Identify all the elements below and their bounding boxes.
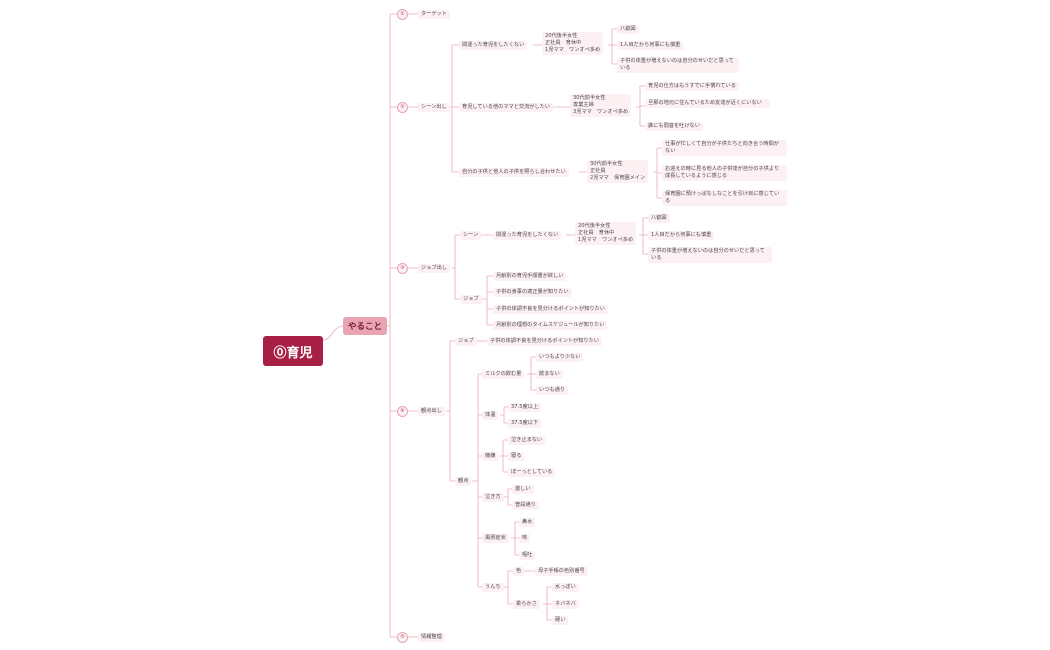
mood-item-2[interactable]: 寝る [508,452,525,461]
mood-item-1[interactable]: 泣き止まない [508,436,546,445]
job-item-1[interactable]: 月齢別の育児手順書が欲しい [493,272,567,281]
softness-item-3[interactable]: 硬い [552,616,569,625]
job-scene-item-3[interactable]: 子供の体重が増えないのは自分のせいだと思っている [648,247,772,263]
viewpoint-job-item[interactable]: 子供の体調不良を見分けるポイントが知りたい [487,337,602,346]
scene-b-item-2[interactable]: 旦那の地元に住んでいるため友達が近くにいない [645,99,770,108]
job-item-3[interactable]: 子供の体調不良を見分けるポイントが知りたい [493,305,608,314]
job-scene-node[interactable]: シーン [460,231,482,240]
mood-item-3[interactable]: ぼーっとしている [508,468,556,477]
scene-c-item-3[interactable]: 保育園に預けっぱなしなことを引け目に感じている [662,190,787,206]
viewpoint-job-node[interactable]: ジョブ [455,337,477,346]
scene-a-item-3[interactable]: 子供の体重が増えないのは自分のせいだと思っている [617,57,739,73]
persona-c-node[interactable]: 30代前半女性 正社員 2児ママ 保育園メイン [587,160,649,183]
mood-node[interactable]: 機嫌 [482,452,499,461]
temperature-item-1[interactable]: 37.5度以上 [508,403,542,412]
milk-item-3[interactable]: いつも通り [536,386,568,395]
scene-c-node[interactable]: 自分の子供と他人の子供を照らし合わせたい [459,168,569,177]
job-scene-item-2[interactable]: 1人目だから何事にも慎重 [648,231,715,240]
section-number-4: ④ [397,406,408,417]
milk-item-2[interactable]: 飲まない [536,370,563,379]
cold-item-3[interactable]: 嘔吐 [519,551,536,560]
job-persona-node[interactable]: 20代後半女性 正社員 育休中 1児ママ ワンオペ多め [575,222,637,245]
main-topic-node[interactable]: やること [343,317,387,335]
scene-a-item-1[interactable]: 八叡図 [617,25,639,34]
scene-b-item-3[interactable]: 誰にも弱音を吐けない [645,122,703,131]
persona-b-node[interactable]: 30代前半女性 専業主婦 3児ママ ワンオペ多め [570,94,632,117]
job-item-4[interactable]: 月齢別の理想のタイムスケジュールが知りたい [493,321,608,330]
stool-softness-node[interactable]: 柔らかさ [513,600,540,609]
stool-color-item[interactable]: 母子手帳の色別番号 [535,567,588,576]
info-organize-node[interactable]: 情報整理 [418,633,445,642]
softness-item-1[interactable]: 水っぽい [552,583,579,592]
scene-b-item-1[interactable]: 育児の仕方はもうすでに手慣れている [645,82,739,91]
scene-c-item-2[interactable]: お迎えの時に見る他人の子供達が自分の子供より成長しているように感じる [662,165,787,181]
viewpoint-section-node[interactable]: 観点出し [418,407,445,416]
milk-item-1[interactable]: いつもより少ない [536,353,584,362]
crying-item-2[interactable]: 普段通り [512,501,539,510]
temperature-node[interactable]: 体温 [482,411,499,420]
viewpoint-node[interactable]: 観点 [455,477,472,486]
cold-symptom-node[interactable]: 風邪症状 [482,534,509,543]
scene-a-node[interactable]: 間違った育児をしたくない [459,41,528,50]
softness-item-2[interactable]: ネバネバ [552,600,579,609]
milk-node[interactable]: ミルクの飲む量 [482,370,525,379]
job-scene-a-node[interactable]: 間違った育児をしたくない [493,231,562,240]
temperature-item-2[interactable]: 37.5度以下 [508,419,542,428]
target-node[interactable]: ターゲット [418,10,450,19]
job-list-node[interactable]: ジョブ [460,295,482,304]
section-number-5: ⑤ [397,632,408,643]
scene-a-item-2[interactable]: 1人目だから何事にも慎重 [617,41,684,50]
crying-item-1[interactable]: 激しい [512,485,534,494]
stool-node[interactable]: うんち [482,583,504,592]
job-item-2[interactable]: 子供の食事の適正量が知りたい [493,288,572,297]
section-number-3: ③ [397,263,408,274]
crying-node[interactable]: 泣き方 [482,493,504,502]
scene-b-node[interactable]: 育児している他のママと交流がしたい [459,103,554,112]
job-scene-item-1[interactable]: 八叡図 [648,214,670,223]
job-section-node[interactable]: ジョブ出し [418,264,450,273]
persona-a-node[interactable]: 20代後半女性 正社員 育休中 1児ママ ワンオペ多め [542,32,604,55]
root-node[interactable]: ⓪育児 [263,336,323,366]
scene-section-node[interactable]: シーン出し [418,103,450,112]
cold-item-2[interactable]: 咳 [519,534,531,543]
scene-c-item-1[interactable]: 仕事が忙しくて自分が子供たちと向き合う時間がない [662,140,787,156]
stool-color-node[interactable]: 色 [513,567,525,576]
section-number-2: ② [397,102,408,113]
section-number-1: ① [397,9,408,20]
cold-item-1[interactable]: 鼻水 [519,518,536,527]
